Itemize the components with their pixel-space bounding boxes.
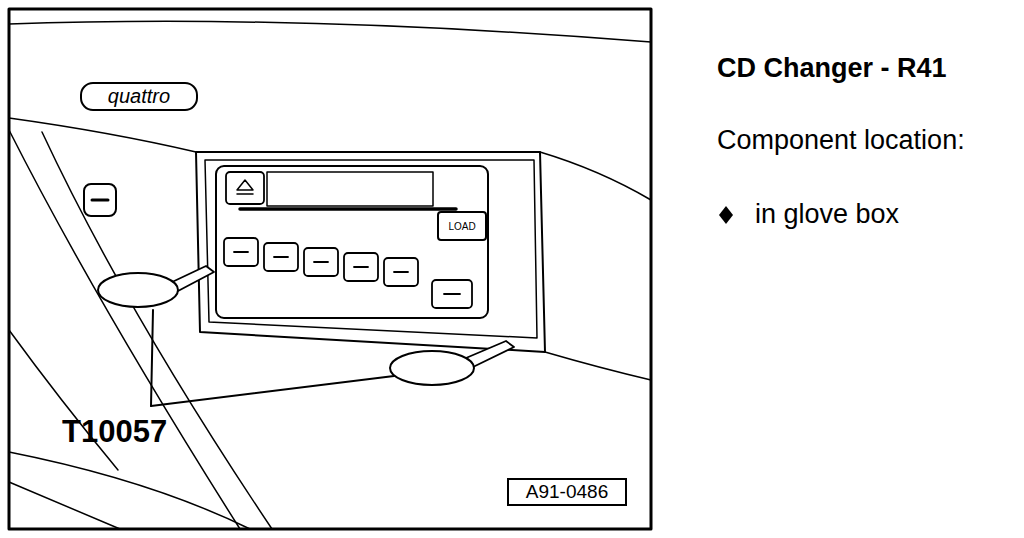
load-button-text: LOAD bbox=[448, 221, 475, 232]
side-wall bbox=[42, 132, 272, 529]
changer-recess bbox=[196, 152, 545, 352]
lid-edge bbox=[545, 352, 651, 380]
bullet-diamond bbox=[719, 206, 733, 224]
lid-edge bbox=[9, 118, 196, 152]
location-text: in glove box bbox=[755, 199, 899, 230]
console-edge bbox=[9, 452, 250, 529]
release-tool bbox=[98, 273, 178, 307]
side-wall bbox=[9, 130, 240, 529]
quattro-badge: quattro bbox=[80, 82, 198, 111]
figure-title: CD Changer - R41 bbox=[717, 53, 947, 84]
lid-edge bbox=[540, 152, 651, 200]
release-tool bbox=[390, 351, 474, 385]
eject-button bbox=[226, 172, 264, 204]
latch-handle bbox=[84, 184, 116, 216]
latch-handle bbox=[92, 199, 108, 202]
figure-number-box: A91-0486 bbox=[507, 478, 627, 506]
changer-faceplate bbox=[216, 166, 488, 318]
quattro-badge-text: quattro bbox=[108, 85, 170, 108]
eject-symbol bbox=[237, 180, 253, 194]
leader-line bbox=[151, 310, 153, 406]
figure-frame bbox=[9, 9, 651, 529]
cd-slot bbox=[240, 207, 456, 211]
leader-line bbox=[151, 376, 394, 406]
location-heading: Component location: bbox=[717, 125, 965, 156]
preset-buttons bbox=[224, 238, 472, 308]
changer-housing bbox=[205, 160, 537, 338]
display-window bbox=[267, 172, 433, 206]
dash-edge bbox=[9, 21, 651, 42]
load-button: LOAD bbox=[437, 211, 487, 241]
figure-number-box-text: A91-0486 bbox=[526, 481, 608, 503]
console-edge bbox=[9, 482, 120, 529]
tool-number: T10057 bbox=[62, 414, 167, 450]
